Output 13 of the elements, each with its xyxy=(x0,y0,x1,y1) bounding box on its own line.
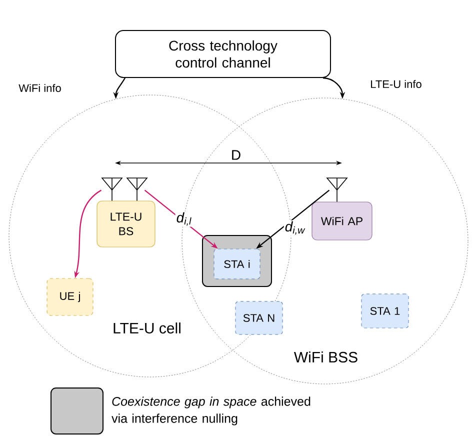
station-box: STA i xyxy=(214,248,260,280)
edge-label: d$_{i,w}$ xyxy=(284,220,306,236)
edge-label: LTE-U info xyxy=(369,78,423,90)
channel-box: Cross technology control channel xyxy=(115,30,331,78)
device-box: UE j xyxy=(46,278,94,316)
edge-label: d$_{i,l}$ xyxy=(175,211,193,227)
edge-label: WiFi info xyxy=(18,82,62,94)
station-box: STA 1 xyxy=(361,294,409,328)
legend-text: Coexistence gap in space achieved via interference nulling xyxy=(112,396,310,426)
access-point-box: WiFi AP xyxy=(312,202,372,240)
station-box: STA N xyxy=(235,301,283,335)
base-station-box: LTE-U BS xyxy=(96,200,156,248)
dimension-label: D xyxy=(228,148,244,162)
